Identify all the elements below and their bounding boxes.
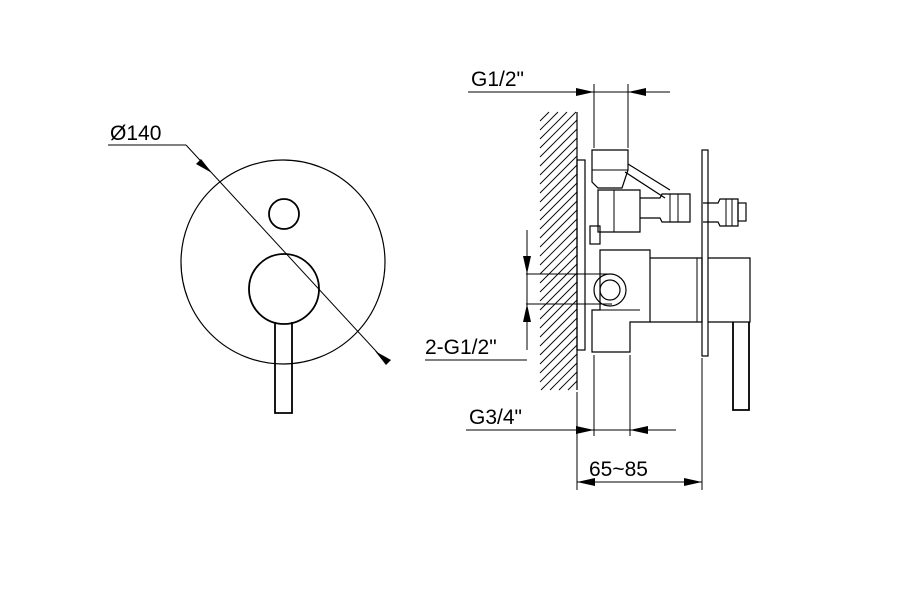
- lever-handle-side: [732, 322, 750, 411]
- top-dim-arrow-right: [628, 88, 646, 96]
- inlet-dim-arrow-top: [523, 256, 531, 274]
- depth-range-label: 65~85: [589, 458, 648, 481]
- hatch-line: [539, 218, 578, 257]
- diameter-label: Ø140: [110, 122, 161, 145]
- hatch-line: [539, 236, 578, 275]
- hatch-line: [539, 182, 578, 221]
- cartridge-sleeve: [650, 257, 703, 323]
- hatch-line: [539, 344, 578, 383]
- hatch-line: [539, 111, 550, 122]
- diagonal-strut: [624, 163, 671, 199]
- hatch-line: [539, 317, 578, 356]
- depth-dim-arrow-right: [684, 478, 702, 486]
- hatch-line: [539, 227, 578, 266]
- inlet-dim-arrow-bottom: [523, 304, 531, 322]
- inlet-port-outer: [593, 273, 627, 307]
- outlet-connection-label: G3/4": [469, 406, 522, 429]
- hatch-line: [539, 308, 578, 347]
- wall-hatching: [539, 111, 578, 391]
- hatch-line: [539, 111, 559, 131]
- diverter-knob: [268, 198, 300, 230]
- hatch-line: [539, 146, 578, 185]
- depth-dim-arrow-left: [577, 478, 595, 486]
- lever-handle: [274, 322, 293, 414]
- hatch-line: [539, 111, 568, 140]
- diameter-arrow-bottom: [375, 351, 391, 365]
- hatch-line: [539, 111, 577, 149]
- hatch-line: [539, 137, 578, 176]
- hatch-line: [539, 281, 578, 320]
- hatch-line: [539, 209, 578, 248]
- hatch-line: [539, 290, 578, 329]
- cover-plate-side: [701, 149, 709, 357]
- hatch-line: [539, 245, 578, 284]
- inlet-connections-label: 2-G1/2": [425, 336, 497, 359]
- outlet-dim-arrow-right: [630, 426, 648, 434]
- valve-body-upper: [597, 189, 641, 233]
- outlet-dim-arrow-left: [576, 426, 594, 434]
- hatch-line: [567, 380, 578, 391]
- hatch-line: [539, 128, 578, 167]
- hatch-line: [539, 200, 578, 239]
- hatch-line: [539, 119, 578, 158]
- front-view: Ø140: [108, 122, 391, 414]
- handle-hub: [248, 253, 320, 325]
- side-view: G1/2" 2-G1/2" G3/4" 65~85: [425, 68, 751, 490]
- hatch-line: [539, 173, 578, 212]
- diameter-arrow-top: [196, 159, 212, 173]
- hatch-line: [558, 371, 578, 391]
- hatch-line: [549, 362, 578, 391]
- valve-body-lower: [591, 249, 651, 353]
- hatch-line: [539, 326, 578, 365]
- hatch-line: [539, 263, 578, 302]
- inlet-port-inner: [599, 279, 621, 301]
- top-dim-arrow-left: [576, 88, 594, 96]
- top-port: [591, 149, 629, 189]
- hatch-line: [540, 353, 578, 391]
- cover-plate: [180, 159, 386, 365]
- hatch-line: [539, 191, 578, 230]
- side-fitting: [589, 225, 601, 245]
- diverter-stem-tip: [737, 202, 747, 222]
- hatch-line: [539, 155, 578, 194]
- hatch-line: [539, 299, 578, 338]
- diameter-leader: [185, 144, 387, 363]
- hatch-line: [539, 164, 578, 203]
- handle-cap: [708, 257, 751, 323]
- hatch-line: [539, 335, 578, 374]
- diverter-spindle: [640, 193, 691, 223]
- mounting-plate: [576, 159, 586, 351]
- top-connection-label: G1/2": [471, 68, 524, 91]
